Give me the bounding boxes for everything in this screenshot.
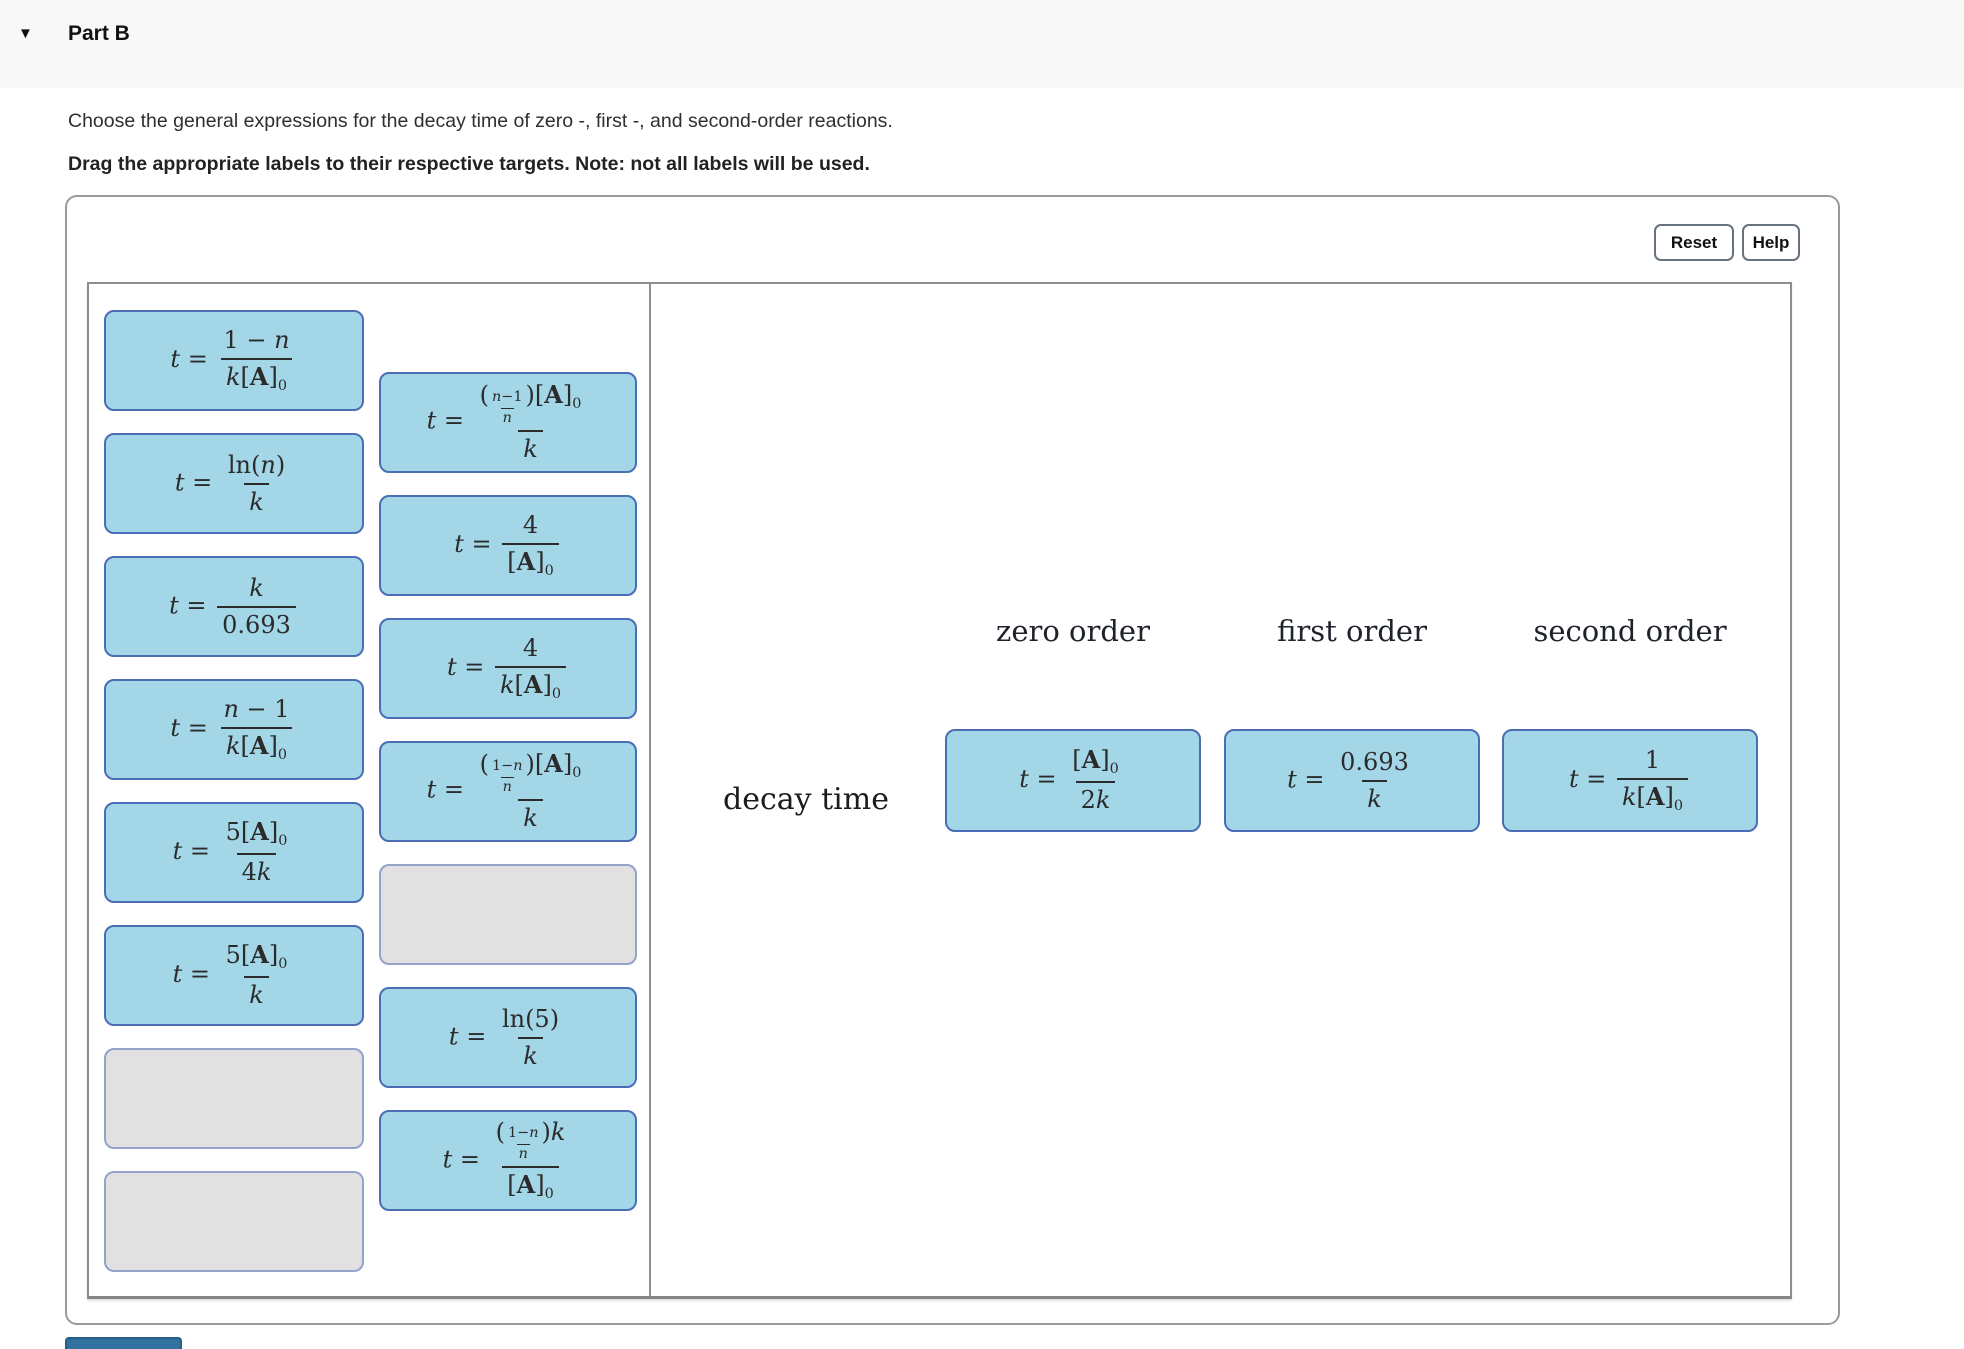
collapse-triangle-icon[interactable]: ▼ <box>18 25 33 42</box>
empty-label-slot[interactable] <box>379 864 637 965</box>
empty-label-slot[interactable] <box>104 1171 364 1272</box>
draggable-formula-label[interactable]: t = 4[A]0 <box>379 495 637 596</box>
part-header: ▼ Part B <box>0 0 1964 88</box>
order-label: first order <box>1277 614 1427 648</box>
help-button[interactable]: Help <box>1742 224 1800 261</box>
reset-button[interactable]: Reset <box>1654 224 1734 261</box>
draggable-formula-label[interactable]: t = ln(n)k <box>104 433 364 534</box>
formula: t = ln(5)k <box>448 1004 560 1070</box>
order-label: second order <box>1533 614 1727 648</box>
formula: t = ln(n)k <box>174 450 286 516</box>
row-label-decay-time: decay time <box>723 782 889 817</box>
submit-button-partial[interactable] <box>65 1337 182 1349</box>
drag-instruction-text: Drag the appropriate labels to their res… <box>68 153 870 175</box>
empty-label-slot[interactable] <box>104 1048 364 1149</box>
order-label: zero order <box>996 614 1150 648</box>
part-title: Part B <box>68 22 130 45</box>
draggable-formula-label[interactable]: t = ln(5)k <box>379 987 637 1088</box>
formula: t = 4[A]0 <box>454 511 562 580</box>
instruction-text: Choose the general expressions for the d… <box>68 110 893 132</box>
